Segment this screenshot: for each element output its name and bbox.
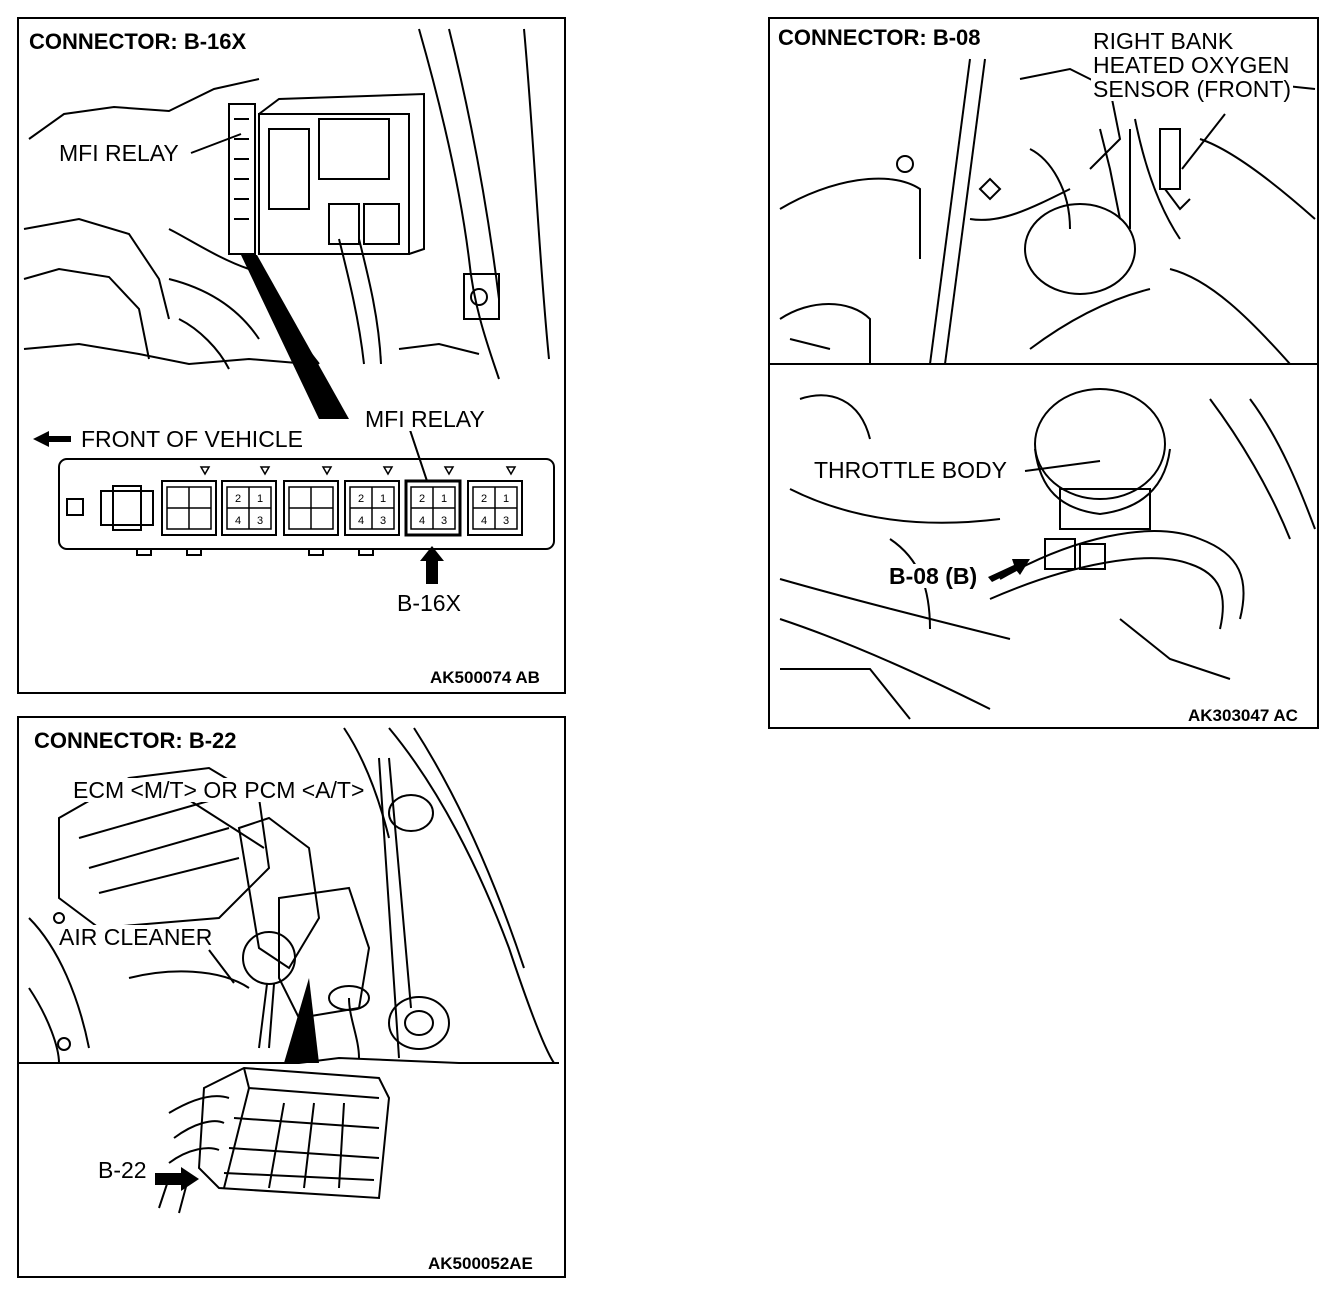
o2-sensor-label-line-3: SENSOR (FRONT) xyxy=(1093,76,1292,102)
panel-connector-b22: CONNECTOR: B-22 ECM <M/T> OR PCM <A/T> A… xyxy=(17,716,566,1278)
slot-marker-icon xyxy=(259,466,271,476)
relay-pin-number: 4 xyxy=(419,515,425,527)
b08-engine-drawing xyxy=(770,58,1317,720)
slot-marker-icon xyxy=(199,466,211,476)
b22-engine-drawing xyxy=(19,727,559,1214)
relay-pin-number: 3 xyxy=(503,515,509,527)
air-cleaner-label: AIR CLEANER xyxy=(57,924,215,950)
ecm-pcm-label: ECM <M/T> OR PCM <A/T> xyxy=(71,777,367,803)
slot-marker-icon xyxy=(321,466,333,476)
panel-connector-b08: CONNECTOR: B-08 RIGHT BANK HEATED OXYGEN… xyxy=(768,17,1319,729)
b16x-connector-label: B-16X xyxy=(395,590,463,616)
relay-pin-number: 2 xyxy=(481,493,487,505)
o2-sensor-label-line-2: HEATED OXYGEN xyxy=(1093,52,1290,78)
relay-slot xyxy=(221,480,277,536)
relay-pin-number: 2 xyxy=(235,493,241,505)
b16x-title: CONNECTOR: B-16X xyxy=(27,29,249,54)
b16x-figure-code: AK500074 AB xyxy=(428,668,542,687)
relay-slot xyxy=(467,480,523,536)
relay-pin-number: 4 xyxy=(358,515,364,527)
slot-marker-icon xyxy=(443,466,455,476)
b08-title: CONNECTOR: B-08 xyxy=(776,25,983,50)
relay-slot xyxy=(161,480,217,536)
b16x-engine-drawing: 2 1 4 3 2 1 4 3 2 1 4 3 2 1 4 3 xyxy=(23,28,555,584)
o2-sensor-label-line-1: RIGHT BANK xyxy=(1093,28,1234,54)
relay-pin-number: 3 xyxy=(257,515,263,527)
slot-marker-icon xyxy=(382,466,394,476)
mfi-relay-label-box: MFI RELAY xyxy=(363,406,487,432)
relay-slot xyxy=(283,480,339,536)
b08-connector-label: B-08 (B) xyxy=(887,563,980,589)
b08-figure-code: AK303047 AC xyxy=(1186,706,1300,725)
relay-pin-number: 1 xyxy=(380,493,386,505)
relay-slots: 2 1 4 3 2 1 4 3 2 1 4 3 2 1 4 3 xyxy=(161,466,523,537)
mfi-relay-label-top: MFI RELAY xyxy=(57,140,181,166)
relay-pin-number: 3 xyxy=(441,515,447,527)
relay-pin-number: 2 xyxy=(358,493,364,505)
relay-pin-number: 1 xyxy=(441,493,447,505)
relay-pin-number: 1 xyxy=(503,493,509,505)
b22-title: CONNECTOR: B-22 xyxy=(32,728,239,753)
front-of-vehicle-label: FRONT OF VEHICLE xyxy=(79,426,305,452)
b22-connector-label: B-22 xyxy=(96,1157,149,1183)
panel-connector-b16x: 2 1 4 3 2 1 4 3 2 1 4 3 2 1 4 3 CONNECTOR: B-16X MFI RE… xyxy=(17,17,566,694)
o2-sensor-label: RIGHT BANK HEATED OXYGEN SENSOR (FRONT) xyxy=(1091,28,1294,102)
relay-slot xyxy=(344,480,400,536)
relay-pin-number: 1 xyxy=(257,493,263,505)
relay-pin-number: 4 xyxy=(235,515,241,527)
relay-pin-number: 3 xyxy=(380,515,386,527)
throttle-body-label: THROTTLE BODY xyxy=(812,457,1009,483)
relay-pin-number: 4 xyxy=(481,515,487,527)
relay-slot xyxy=(404,479,462,537)
slot-marker-icon xyxy=(505,466,517,476)
relay-pin-number: 2 xyxy=(419,493,425,505)
b22-figure-code: AK500052AE xyxy=(426,1254,535,1273)
